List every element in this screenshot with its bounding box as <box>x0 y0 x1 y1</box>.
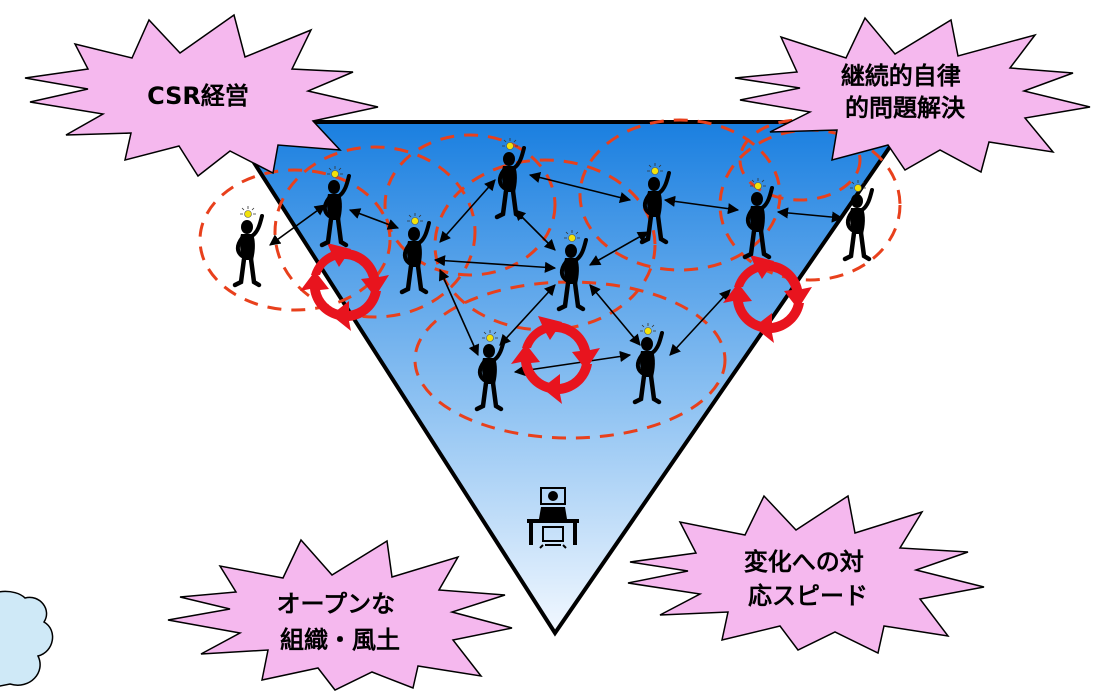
csr-label: CSR経営 <box>147 82 249 110</box>
csr-burst: CSR経営 <box>24 13 379 178</box>
organization-triangle <box>224 120 911 637</box>
person-at-desk-icon <box>527 487 579 549</box>
response-speed-label: 変化への対 応スピード <box>744 548 872 610</box>
continuous-problem-solving-burst: 継続的自律 的問題解決 <box>734 16 1091 174</box>
person-with-lightbulb-icon <box>235 206 262 285</box>
open-organization-burst: オープンな 組織・風土 <box>167 538 513 691</box>
continuous-problem-solving-label: 継続的自律 的問題解決 <box>841 62 969 122</box>
connection-arrows <box>269 172 844 377</box>
open-organization-label: オープンな 組織・風土 <box>277 590 404 654</box>
cloud-icon <box>0 590 54 687</box>
response-speed-burst: 変化への対 応スピード <box>627 494 985 655</box>
